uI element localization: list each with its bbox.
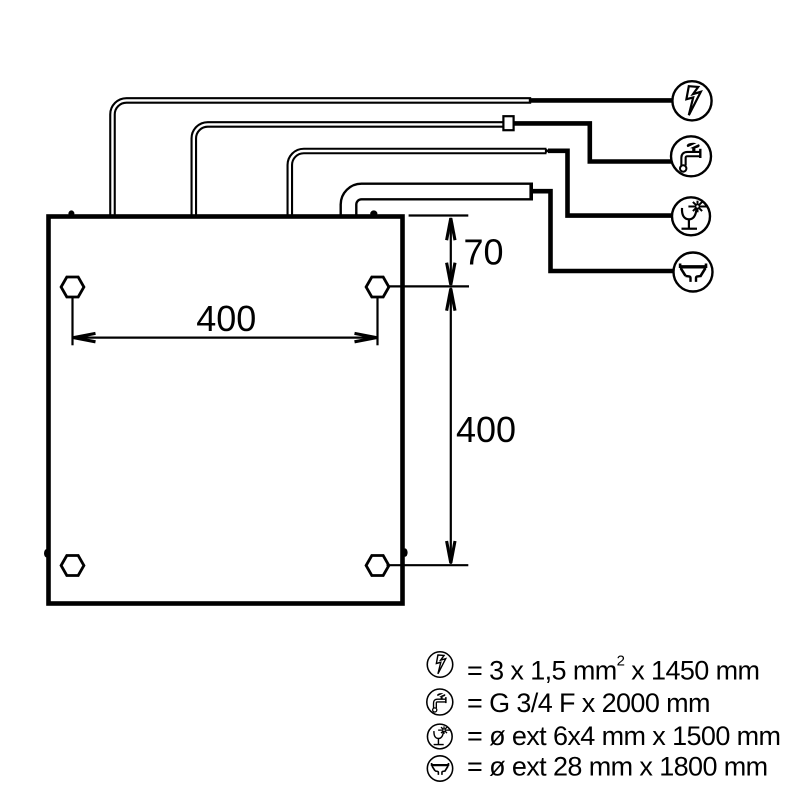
svg-text:400: 400 <box>456 409 516 450</box>
svg-text:= G 3/4 F x 2000 mm: = G 3/4 F x 2000 mm <box>467 688 710 718</box>
svg-text:= 3 x 1,5 mm2 x 1450 mm: = 3 x 1,5 mm2 x 1450 mm <box>467 652 759 685</box>
svg-text:= ø ext 28 mm x 1800 mm: = ø ext 28 mm x 1800 mm <box>467 751 768 781</box>
svg-text:70: 70 <box>464 231 504 272</box>
svg-text:400: 400 <box>196 298 256 339</box>
svg-text:= ø ext 6x4 mm x 1500 mm: = ø ext 6x4 mm x 1500 mm <box>467 721 780 751</box>
